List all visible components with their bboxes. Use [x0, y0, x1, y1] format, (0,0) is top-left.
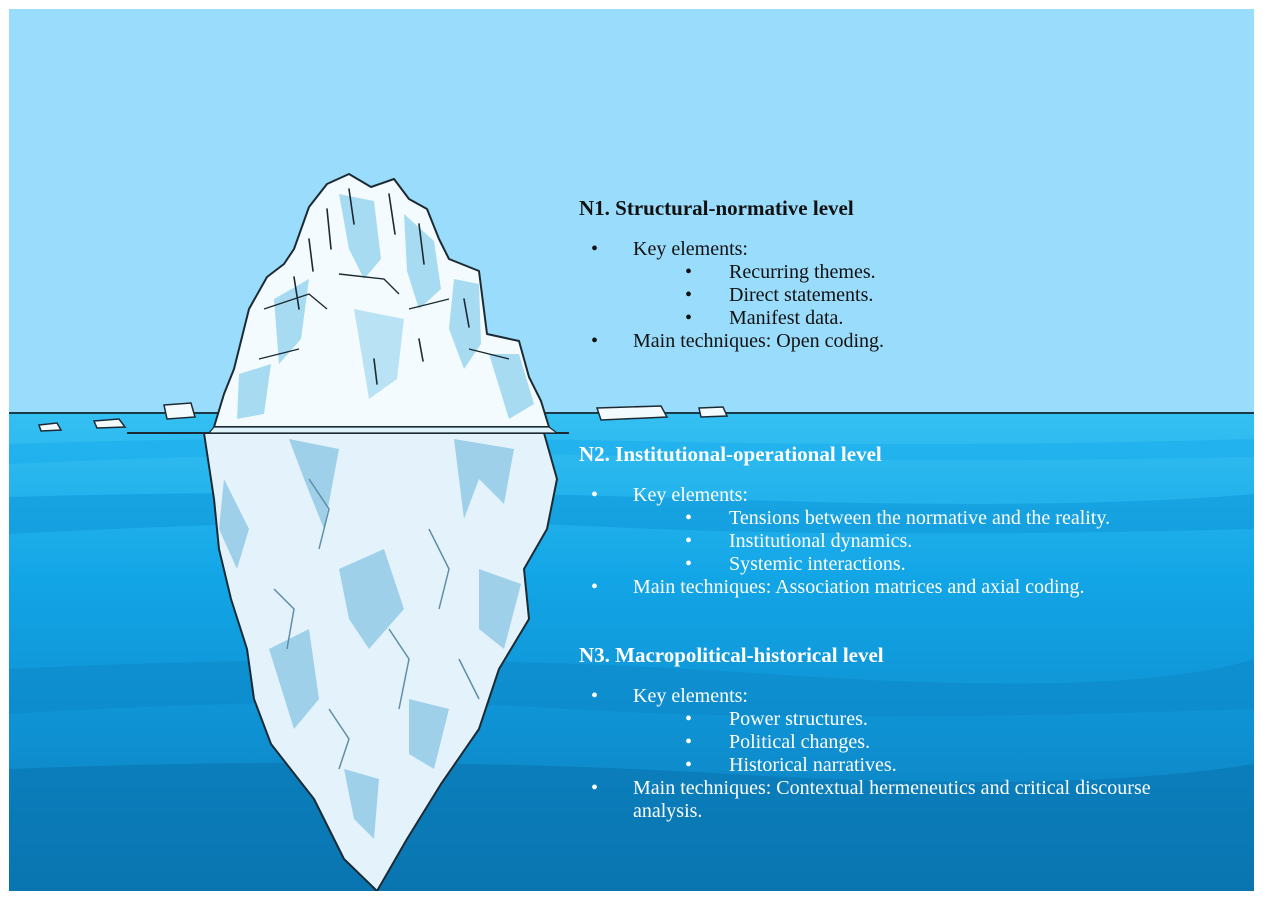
techniques-row: • Main techniques: Contextual hermeneuti…	[577, 777, 1193, 823]
ice-chunk	[698, 406, 729, 418]
key-element-item: • Political changes.	[577, 731, 1254, 754]
iceberg-shadow	[354, 309, 404, 399]
bullet: •	[685, 731, 693, 753]
key-element-text: Institutional dynamics.	[729, 530, 913, 552]
underwater-shadow	[409, 699, 449, 769]
techniques-text: Main techniques: Association matrices an…	[633, 576, 1085, 598]
level-title: N2. Institutional-operational level	[579, 442, 882, 466]
underwater-shadow	[219, 479, 249, 569]
techniques-row: • Main techniques: Open coding.	[577, 330, 1254, 353]
key-element-item: • Systemic interactions.	[577, 553, 1254, 576]
underwater-shadow	[339, 549, 404, 649]
iceberg-illustration	[9, 9, 1254, 891]
key-element-text: Manifest data.	[729, 307, 844, 329]
key-elements-row: • Key elements:	[577, 685, 1254, 708]
underwater-shadow	[479, 569, 521, 649]
underwater-shadow	[454, 439, 514, 519]
underwater-shadow	[344, 769, 379, 839]
key-elements-row: • Key elements:	[577, 238, 1254, 261]
ice-chunk	[37, 422, 63, 432]
bullet: •	[685, 754, 693, 776]
bullet: •	[685, 530, 693, 552]
key-element-item: • Direct statements.	[577, 284, 1254, 307]
iceberg-scene: N1. Structural-normative level • Key ele…	[9, 9, 1254, 891]
key-elements-label: Key elements:	[633, 484, 748, 506]
iceberg-shadow	[489, 354, 534, 419]
techniques-text: Main techniques: Contextual hermeneutics…	[633, 777, 1151, 822]
bullet: •	[591, 330, 599, 352]
iceberg-shadow	[339, 194, 381, 279]
bullet: •	[685, 261, 693, 283]
key-elements-label: Key elements:	[633, 685, 748, 707]
iceberg-shadow	[237, 364, 271, 419]
bullet: •	[685, 284, 693, 306]
iceberg-shadow	[274, 279, 309, 364]
key-element-item: • Power structures.	[577, 708, 1254, 731]
level-title: N1. Structural-normative level	[579, 196, 854, 220]
key-element-text: Political changes.	[729, 731, 871, 753]
level-n2: N2. Institutional-operational level • Ke…	[577, 442, 1254, 599]
sky	[9, 9, 1254, 413]
bullet: •	[591, 777, 599, 799]
bullet: •	[685, 708, 693, 730]
underwater-crack	[273, 478, 480, 770]
ice-chunk	[163, 402, 196, 420]
foam	[207, 426, 559, 434]
key-element-item: • Tensions between the normative and the…	[577, 507, 1254, 530]
key-element-text: Systemic interactions.	[729, 553, 906, 575]
iceberg-drips	[293, 188, 470, 385]
level-n1: N1. Structural-normative level • Key ele…	[577, 196, 1254, 353]
key-elements-label: Key elements:	[633, 238, 748, 260]
bullet: •	[591, 238, 599, 260]
bullet: •	[685, 553, 693, 575]
key-element-text: Direct statements.	[729, 284, 874, 306]
level-n3: N3. Macropolitical-historical level • Ke…	[577, 643, 1254, 823]
techniques-row: • Main techniques: Association matrices …	[577, 576, 1254, 599]
iceberg-shadow	[404, 214, 441, 309]
bullet: •	[591, 576, 599, 598]
key-element-item: • Institutional dynamics.	[577, 530, 1254, 553]
underwater-shadow	[269, 629, 319, 729]
key-element-text: Tensions between the normative and the r…	[729, 507, 1111, 529]
iceberg-ridges	[258, 273, 510, 360]
techniques-text: Main techniques: Open coding.	[633, 330, 885, 352]
key-element-text: Power structures.	[729, 708, 868, 730]
key-element-item: • Historical narratives.	[577, 754, 1254, 777]
bullet: •	[685, 507, 693, 529]
ice-chunk	[92, 418, 127, 429]
bullet: •	[591, 685, 599, 707]
key-element-item: • Recurring themes.	[577, 261, 1254, 284]
iceberg-underwater	[203, 432, 558, 891]
key-elements-row: • Key elements:	[577, 484, 1254, 507]
bullet: •	[685, 307, 693, 329]
level-title: N3. Macropolitical-historical level	[579, 643, 884, 667]
key-element-item: • Manifest data.	[577, 307, 1254, 330]
ice-chunk	[595, 405, 669, 421]
bullet: •	[591, 484, 599, 506]
key-element-text: Historical narratives.	[729, 754, 897, 776]
key-element-text: Recurring themes.	[729, 261, 876, 283]
iceberg-shadow	[449, 279, 481, 369]
